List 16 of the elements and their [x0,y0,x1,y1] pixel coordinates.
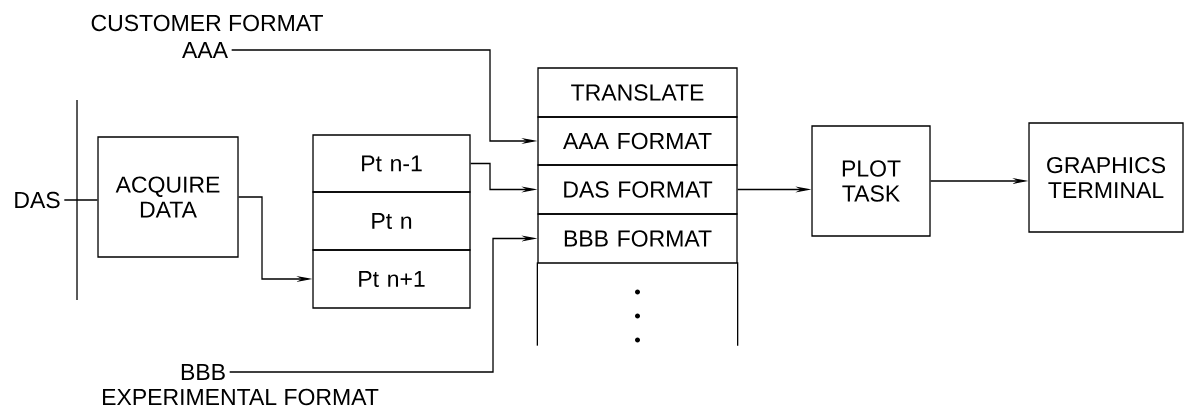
process-box: ACQUIRE DATA [97,136,239,258]
label-text: DAS [15,191,60,209]
table-cell: TRANSLATE [537,67,738,118]
label-text: CUSTOMER FORMAT [91,14,323,32]
label-text: EXPERIMENTAL FORMAT [103,388,379,406]
process-box: GRAPHICS TERMINAL [1028,122,1184,233]
table-cell: AAA FORMAT [537,116,738,166]
label-text: BBB [181,364,225,380]
open-cell [536,261,739,347]
table-cell: BBB FORMAT [537,213,738,264]
table-cell: Pt n-1 [312,134,471,193]
table-cell: Pt n+1 [312,249,471,309]
table-cell: DAS FORMAT [537,164,738,215]
label-text: AAA [182,42,228,58]
process-box: PLOT TASK [811,125,931,237]
table-cell: Pt n [312,191,471,251]
